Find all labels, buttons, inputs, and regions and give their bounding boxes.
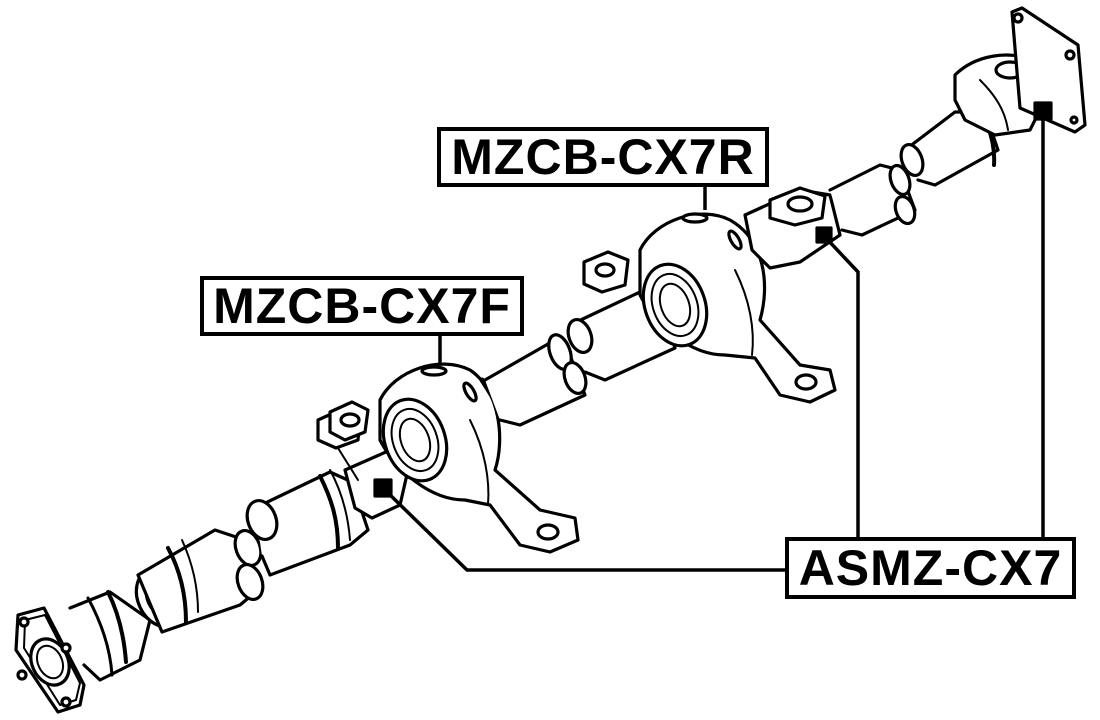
- rear-center-bearing: [582, 212, 837, 404]
- middle-universal-joint: [743, 186, 842, 270]
- part-label-asmz-cx7: ASMZ-CX7: [785, 537, 1076, 599]
- leader-line-front-ujoint: [383, 488, 785, 572]
- front-shaft-tube: [136, 469, 370, 634]
- rear-shaft-tube: [828, 110, 1000, 237]
- front-center-bearing: [328, 362, 580, 554]
- rear-flange-yoke: [953, 6, 1087, 137]
- part-label-mzcb-cx7r: MZCB-CX7R: [437, 127, 769, 187]
- part-label-mzcb-cx7f: MZCB-CX7F: [200, 276, 524, 336]
- leader-lines: [383, 118, 1045, 572]
- rear-ujoint-callout-marker: [1033, 101, 1053, 121]
- leader-line-middle-ujoint: [824, 236, 860, 537]
